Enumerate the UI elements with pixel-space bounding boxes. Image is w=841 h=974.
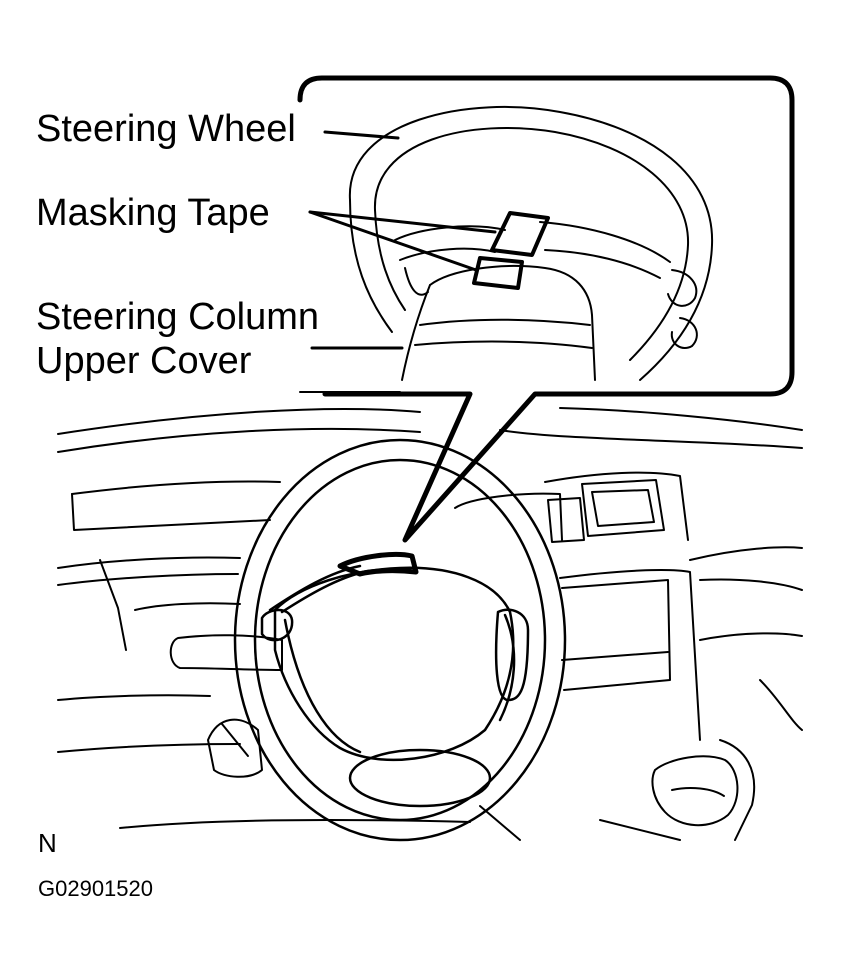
label-column-cover-line2: Upper Cover (36, 340, 252, 382)
label-column-cover-line1: Steering Column (36, 296, 320, 338)
masking-tape-upper (490, 211, 550, 257)
masking-tape-lower (472, 256, 524, 290)
figure-code: G02901520 (38, 876, 153, 901)
main-steering-wheel (233, 438, 567, 842)
magnified-steering-wheel (299, 106, 714, 393)
label-masking-tape: Masking Tape (36, 192, 270, 234)
dashboard-overview (57, 407, 803, 841)
callout-frame (297, 75, 795, 543)
masking-tape-main (337, 551, 419, 577)
leader-lines (308, 130, 497, 350)
label-steering-wheel: Steering Wheel (36, 108, 296, 150)
corner-mark: N (38, 828, 57, 858)
